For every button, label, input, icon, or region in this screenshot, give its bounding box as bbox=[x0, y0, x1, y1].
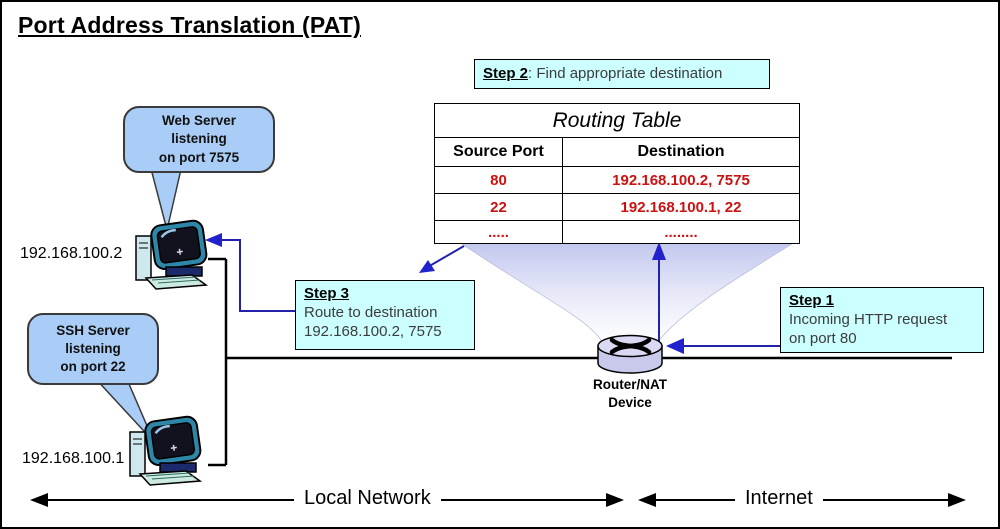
ssh-bubble-line: SSH Server bbox=[56, 322, 130, 338]
step2-box: Step 2: Find appropriate destination bbox=[474, 59, 770, 89]
router-icon bbox=[597, 334, 663, 374]
step2-text: : Find appropriate destination bbox=[528, 64, 723, 82]
cell-source-port: ..... bbox=[435, 221, 563, 243]
web-bubble-line: on port 7575 bbox=[158, 149, 240, 165]
step1-box: Step 1 Incoming HTTP request on port 80 bbox=[780, 287, 984, 353]
header-source-port: Source Port bbox=[435, 138, 563, 166]
nat-funnel bbox=[457, 241, 797, 344]
cell-source-port: 80 bbox=[435, 167, 563, 193]
router-label-line1: Router/NAT bbox=[593, 377, 667, 392]
host2-ip-label: 192.168.100.1 bbox=[22, 450, 125, 467]
router-label-line2: Device bbox=[608, 394, 652, 410]
step1-line1: Incoming HTTP request bbox=[789, 310, 948, 328]
ssh-server-bubble: SSH Server listening on port 22 bbox=[27, 313, 159, 385]
ssh-bubble-line: listening bbox=[65, 340, 121, 356]
step3-line1: Route to destination bbox=[304, 303, 438, 321]
step1-line2: on port 80 bbox=[789, 329, 857, 347]
step2-label: Step 2 bbox=[483, 64, 529, 82]
cell-destination: 192.168.100.2, 7575 bbox=[612, 171, 750, 189]
cell-destination: 192.168.100.1, 22 bbox=[620, 198, 742, 216]
cell-source-port: 22 bbox=[435, 194, 563, 220]
computer-icon-host1 bbox=[134, 218, 209, 291]
ssh-bubble-line: on port 22 bbox=[60, 359, 126, 375]
host1-ip-label: 192.168.100.2 bbox=[20, 245, 123, 262]
step3-line2: 192.168.100.2, 7575 bbox=[304, 322, 442, 340]
routing-table: Routing Table Source Port Destination 80… bbox=[434, 103, 800, 244]
step1-label: Step 1 bbox=[789, 292, 835, 309]
router-label: Router/NAT Device bbox=[570, 376, 690, 411]
web-bubble-line: listening bbox=[171, 131, 227, 147]
table-row: 22 192.168.100.1, 22 bbox=[435, 194, 799, 221]
routing-table-title: Routing Table bbox=[435, 104, 799, 138]
zone-arrows bbox=[30, 493, 966, 507]
step3-label: Step 3 bbox=[304, 285, 350, 302]
web-bubble-line: Web Server bbox=[161, 113, 237, 129]
web-server-bubble: Web Server listening on port 7575 bbox=[123, 106, 275, 173]
flow-arrowheads bbox=[205, 233, 684, 354]
header-destination: Destination bbox=[637, 143, 725, 160]
web-bubble-tail bbox=[149, 164, 183, 231]
page-title: Port Address Translation (PAT) bbox=[18, 12, 361, 38]
cell-destination: ........ bbox=[664, 223, 698, 241]
lan-connectors bbox=[208, 257, 952, 467]
table-row: ..... ........ bbox=[435, 221, 799, 243]
step3-box: Step 3 Route to destination 192.168.100.… bbox=[295, 280, 475, 350]
local-network-label: Local Network bbox=[294, 487, 441, 510]
table-row: 80 192.168.100.2, 7575 bbox=[435, 167, 799, 194]
flow-arrows bbox=[214, 239, 780, 352]
table-header-row: Source Port Destination bbox=[435, 138, 799, 167]
internet-label: Internet bbox=[735, 487, 823, 510]
